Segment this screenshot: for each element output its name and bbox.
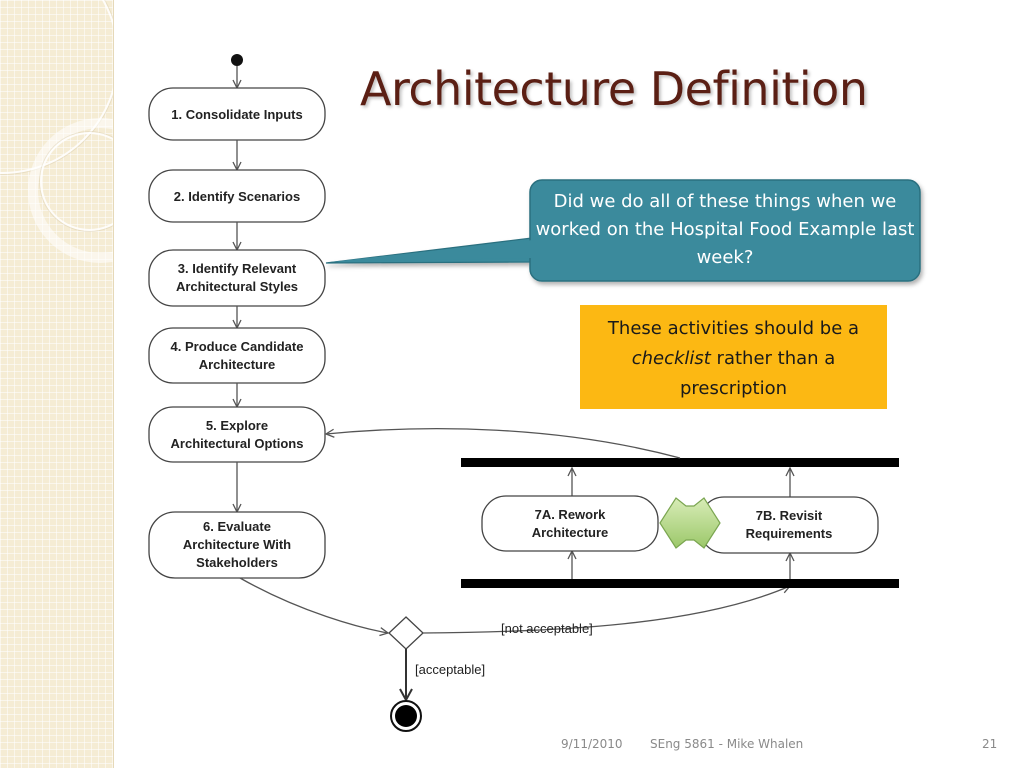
note-line: These activities should be a <box>607 318 860 339</box>
decision-node <box>388 616 424 650</box>
step-identify-scenarios: 2. Identify Scenarios <box>148 169 326 223</box>
step-revisit-requirements: 7B. Revisit Requirements <box>699 496 879 554</box>
step-produce-candidate-architecture: 4. Produce Candidate Architecture <box>148 327 326 384</box>
footer-page-number: 21 <box>982 737 998 751</box>
callout-bubble <box>325 179 921 282</box>
step-label: Requirements <box>746 526 833 541</box>
note-line: prescription <box>679 378 788 399</box>
callout-text: Did we do all of these things when we wo… <box>535 191 915 268</box>
start-node <box>231 54 243 66</box>
step-identify-relevant-styles: 3. Identify Relevant Architectural Style… <box>148 249 326 307</box>
flow-arrow-not-acceptable <box>422 586 790 634</box>
step-label: Architecture With <box>183 537 291 552</box>
note-line: checklist rather than a <box>590 344 877 374</box>
step-label: 2. Identify Scenarios <box>174 189 300 204</box>
note-emphasis: checklist <box>631 348 711 369</box>
flow-arrow-loop-back <box>326 428 681 459</box>
step-label: Architecture <box>532 525 609 540</box>
fork-bar <box>461 458 899 467</box>
step-label: Architectural Options <box>171 436 304 451</box>
step-evaluate-with-stakeholders: 6. Evaluate Architecture With Stakeholde… <box>148 511 326 579</box>
step-label: Architecture <box>199 357 276 372</box>
step-label: 3. Identify Relevant <box>178 261 297 276</box>
step-label: 5. Explore <box>206 418 268 433</box>
slide-title: Architecture Definition <box>360 62 868 116</box>
footer-date: 9/11/2010 <box>561 737 623 751</box>
step-label: Architectural Styles <box>176 279 298 294</box>
footer-course: SEng 5861 - Mike Whalen <box>650 737 804 751</box>
note-text: rather than a <box>710 348 836 369</box>
step-label: 7B. Revisit <box>756 508 823 523</box>
step-label: 4. Produce Candidate <box>171 339 304 354</box>
step-rework-architecture: 7A. Rework Architecture <box>481 495 659 552</box>
step-explore-architectural-options: 5. Explore Architectural Options <box>148 406 326 463</box>
end-node-core <box>395 705 417 727</box>
step-label: Stakeholders <box>196 555 278 570</box>
checklist-note: These activities should be a checklist r… <box>580 305 887 409</box>
bidirectional-arrow-icon <box>659 497 721 549</box>
step-consolidate-inputs: 1. Consolidate Inputs <box>148 87 326 141</box>
guard-not-acceptable: [not acceptable] <box>501 621 593 636</box>
decorative-side-panel <box>0 0 114 768</box>
step-label: 7A. Rework <box>535 507 607 522</box>
join-bar <box>461 579 899 588</box>
step-label: 1. Consolidate Inputs <box>171 107 302 122</box>
guard-acceptable: [acceptable] <box>415 662 485 677</box>
step-label: 6. Evaluate <box>203 519 271 534</box>
flow-arrow <box>239 577 388 633</box>
